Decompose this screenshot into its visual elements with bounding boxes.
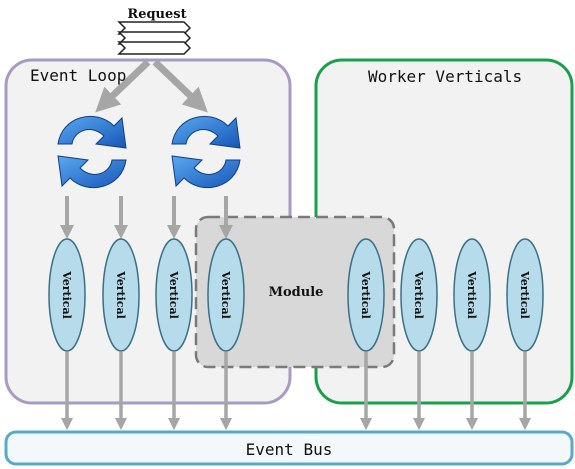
vertical-node [453,238,491,352]
vertical-label: Vertical [60,270,73,319]
request-label: Request [127,7,186,22]
worker-verticals-title: Worker Verticals [368,67,522,86]
event-bus-bar [4,430,574,466]
vertical-node [347,238,385,352]
vertical-label: Vertical [465,270,478,319]
vertical-node [506,238,544,352]
vertical-label: Vertical [412,270,425,319]
vertical-label: Vertical [167,270,180,319]
vertical-node [155,238,193,352]
request-arrow-left [95,59,151,113]
request-chevron-icon [117,21,192,55]
event-loop-cycle-icon [57,115,127,189]
event-bus-label: Event Bus [246,440,333,459]
module-box [194,215,396,369]
vertical-label: Vertical [219,270,232,319]
vertical-label: Vertical [359,270,372,319]
vertical-node [400,238,438,352]
vertical-nodes [48,238,544,352]
request-arrow-right [152,59,208,113]
vertical-label: Vertical [114,270,127,319]
module-label: Module [269,285,324,300]
event-loop-title: Event Loop [30,66,126,85]
vertical-node [102,238,140,352]
vertical-node [48,238,86,352]
event-loop-cycle-icon [171,115,241,189]
vertical-node [207,238,245,352]
vertical-label: Vertical [518,270,531,319]
